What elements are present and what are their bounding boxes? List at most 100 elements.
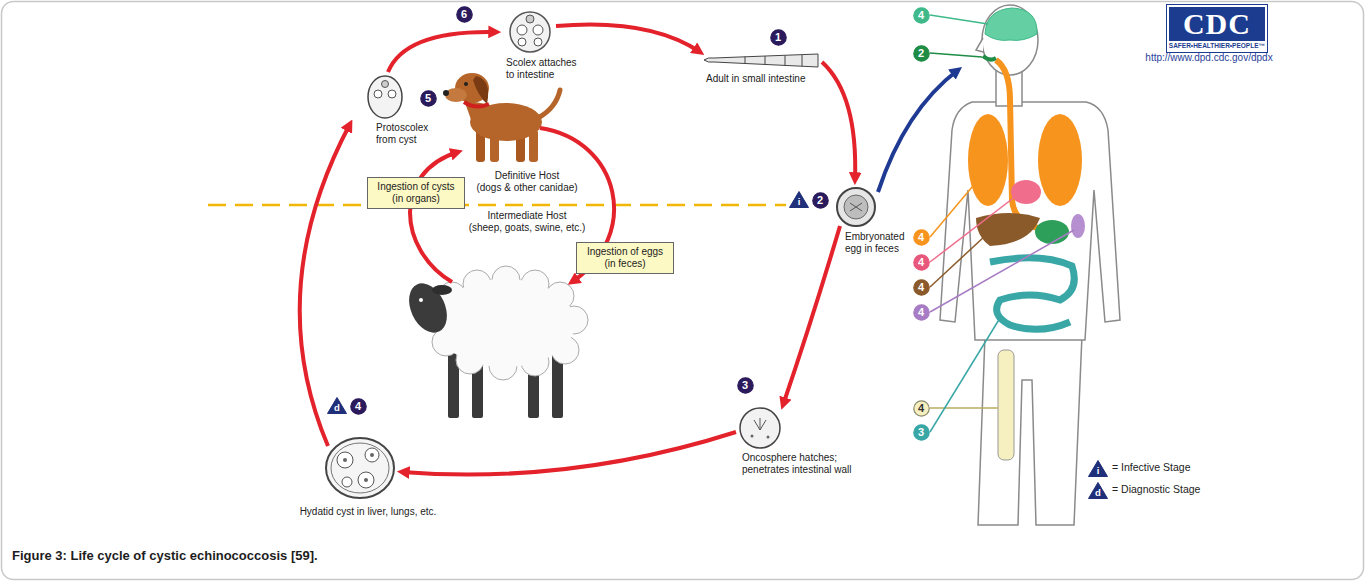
callout-number: 2 xyxy=(812,192,829,209)
callout-number: 4 xyxy=(913,7,930,24)
oncosphere-figure-part xyxy=(760,418,761,430)
oncosphere-figure-part xyxy=(767,436,770,439)
callout-number: 3 xyxy=(913,424,930,441)
organs-part xyxy=(990,258,1074,330)
host-label: Definitive Host xyxy=(495,170,559,182)
scolex-figure-part xyxy=(518,38,526,46)
stage-letter: d xyxy=(1088,482,1108,498)
oncosphere-figure-part xyxy=(754,420,760,430)
hydatid-cyst-part xyxy=(370,453,374,457)
leader-line-part xyxy=(930,180,978,237)
cycle-arrow-part xyxy=(410,152,458,282)
dog-figure-part xyxy=(464,102,489,107)
circle-outline xyxy=(350,398,365,413)
organs-part xyxy=(983,56,996,60)
circle-outline xyxy=(456,6,471,21)
hydatid-cyst xyxy=(326,438,394,498)
stage-label: Embryonated egg in feces xyxy=(845,231,917,255)
hydatid-cyst-part xyxy=(358,472,374,488)
host-divider xyxy=(208,205,786,206)
scolex-figure-part xyxy=(510,12,550,52)
organs-part xyxy=(968,114,1008,206)
protoscolex-figure xyxy=(368,76,402,118)
adult-worm-part xyxy=(745,57,746,65)
legend-text: = Diagnostic Stage xyxy=(1112,483,1200,495)
triangle-outline xyxy=(790,191,809,207)
leader-line-part xyxy=(930,15,988,24)
circle-outline xyxy=(913,304,928,319)
dog-figure-part xyxy=(464,100,496,128)
callout-number: 4 xyxy=(913,254,930,271)
circle-outline xyxy=(913,229,928,244)
cycle-arrow-part xyxy=(556,24,700,52)
step-number: 4 xyxy=(913,229,930,246)
callout-number: 4 xyxy=(913,279,930,296)
dog-figure-part xyxy=(538,90,560,118)
scolex-figure-part xyxy=(533,25,543,35)
organs-part xyxy=(1035,220,1069,244)
circle-outline xyxy=(913,45,928,60)
step-number: 1 xyxy=(770,29,787,46)
organs-part xyxy=(976,213,1040,246)
callout-number: 4 xyxy=(913,229,930,246)
logo-text: CDC xyxy=(1169,7,1265,41)
organs-part xyxy=(985,8,1037,40)
dog-figure xyxy=(443,73,560,162)
triangle-outline xyxy=(328,397,347,413)
logo-tagline: SAFER•HEALTHIER•PEOPLE™ xyxy=(1169,41,1265,50)
dog-figure-part xyxy=(443,90,449,96)
dog-figure-part xyxy=(445,88,467,102)
step-number: 4 xyxy=(913,7,930,24)
oncosphere-figure-part xyxy=(751,435,754,438)
hydatid-cyst-part xyxy=(364,478,368,482)
egg-figure xyxy=(837,188,875,226)
step-number: 4 xyxy=(913,400,930,417)
step-number: 3 xyxy=(913,424,930,441)
step-number: 2 xyxy=(812,192,829,209)
scolex-figure-part xyxy=(517,25,527,35)
adult-worm-part xyxy=(785,56,786,67)
leader-line-part xyxy=(930,230,1074,312)
circle-outline xyxy=(913,254,928,269)
callout-number: 4 xyxy=(913,304,930,321)
stage-triangle: i xyxy=(789,191,809,208)
human-arrow xyxy=(878,70,958,192)
oncosphere-figure xyxy=(740,408,780,448)
route-box: Ingestion of eggs (in feces) xyxy=(576,242,674,274)
protoscolex-figure-part xyxy=(374,90,382,98)
figure-caption: Figure 3: Life cycle of cystic echinococ… xyxy=(12,548,318,564)
legend-text: = Infective Stage xyxy=(1112,461,1191,473)
oncosphere-figure-part xyxy=(760,420,766,430)
hydatid-cyst-part xyxy=(365,448,379,462)
cycle-arrow-part xyxy=(402,432,736,475)
cycle-arrow-part xyxy=(783,226,840,405)
human-body xyxy=(940,5,1120,525)
circle-outline xyxy=(420,90,435,105)
box-text: Ingestion of cysts (in organs) xyxy=(374,181,458,205)
stage-letter: i xyxy=(789,191,809,207)
circle-outline xyxy=(913,7,928,22)
sheep-figure xyxy=(402,266,588,418)
leader-line xyxy=(930,15,1074,432)
stage-letter: i xyxy=(1088,460,1108,476)
circle-outline xyxy=(812,192,827,207)
circle-outline xyxy=(913,424,928,439)
stage-label: Oncosphere hatches; penetrates intestina… xyxy=(742,452,877,476)
organs-part xyxy=(1071,214,1085,238)
scolex-figure-part xyxy=(534,38,542,46)
cdc-logo: CDCSAFER•HEALTHIER•PEOPLE™ xyxy=(1166,4,1268,53)
stage-label: Scolex attaches to intestine xyxy=(506,57,582,81)
url-text: http://www.dpd.cdc.gov/dpdx xyxy=(1145,52,1272,64)
circle-outline xyxy=(737,377,752,392)
sheep-figure-part xyxy=(402,277,455,338)
human-body-part xyxy=(940,102,1120,340)
adult-worm xyxy=(704,54,818,67)
cycle-arrow xyxy=(300,24,856,474)
route-box: Ingestion of cysts (in organs) xyxy=(367,177,465,209)
organs-part xyxy=(1011,180,1041,204)
step-number: 2 xyxy=(913,45,930,62)
human-body-part xyxy=(978,335,1082,525)
stage-triangle: d xyxy=(1088,482,1108,499)
